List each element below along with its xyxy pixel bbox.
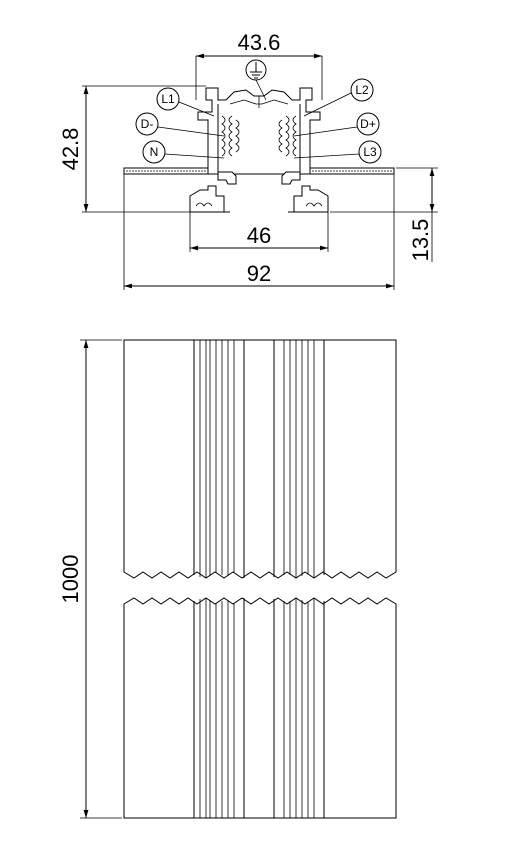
- side-view-lines-upper: [193, 340, 325, 578]
- dimension-inner-width: 46: [189, 212, 329, 252]
- dimension-height-value: 42.8: [58, 128, 83, 171]
- ground-icon: [245, 59, 267, 101]
- callout-d-plus-label: D+: [360, 117, 376, 131]
- callout-d-minus-label: D-: [141, 117, 154, 131]
- right-flange: [309, 167, 395, 175]
- side-view-lower: [123, 597, 397, 819]
- callout-l2: L2: [303, 78, 374, 117]
- dimension-overall-width: 92: [123, 174, 395, 290]
- callout-l1: L1: [156, 87, 215, 117]
- callout-l3-label: L3: [363, 145, 377, 159]
- callout-d-minus: D-: [135, 112, 225, 137]
- cross-section: L1 D- N L2 D+ L3: [123, 59, 395, 213]
- callout-n-label: N: [150, 145, 159, 159]
- dimension-length: 1000: [58, 339, 122, 819]
- callout-l2-label: L2: [355, 83, 369, 97]
- callout-l1-label: L1: [161, 92, 175, 106]
- dimension-top-width-value: 43.6: [238, 30, 281, 55]
- dimension-height: 42.8: [58, 85, 206, 213]
- callout-n: N: [142, 140, 225, 164]
- left-foot: [189, 185, 230, 213]
- left-flange: [123, 167, 209, 175]
- dimension-flange-height-value: 13.5: [408, 219, 433, 262]
- right-foot: [288, 185, 329, 213]
- side-view-upper: [123, 339, 397, 579]
- callout-l3: L3: [293, 140, 382, 164]
- callout-d-plus: D+: [293, 112, 380, 137]
- dimension-top-width: 43.6: [195, 30, 323, 100]
- side-view: [123, 339, 397, 819]
- dimension-length-value: 1000: [58, 555, 83, 604]
- profile-body: [197, 87, 321, 185]
- dimension-overall-width-value: 92: [247, 261, 271, 286]
- side-view-lines-lower: [193, 598, 325, 818]
- dimension-inner-width-value: 46: [247, 223, 271, 248]
- dimension-flange-height: 13.5: [330, 167, 438, 262]
